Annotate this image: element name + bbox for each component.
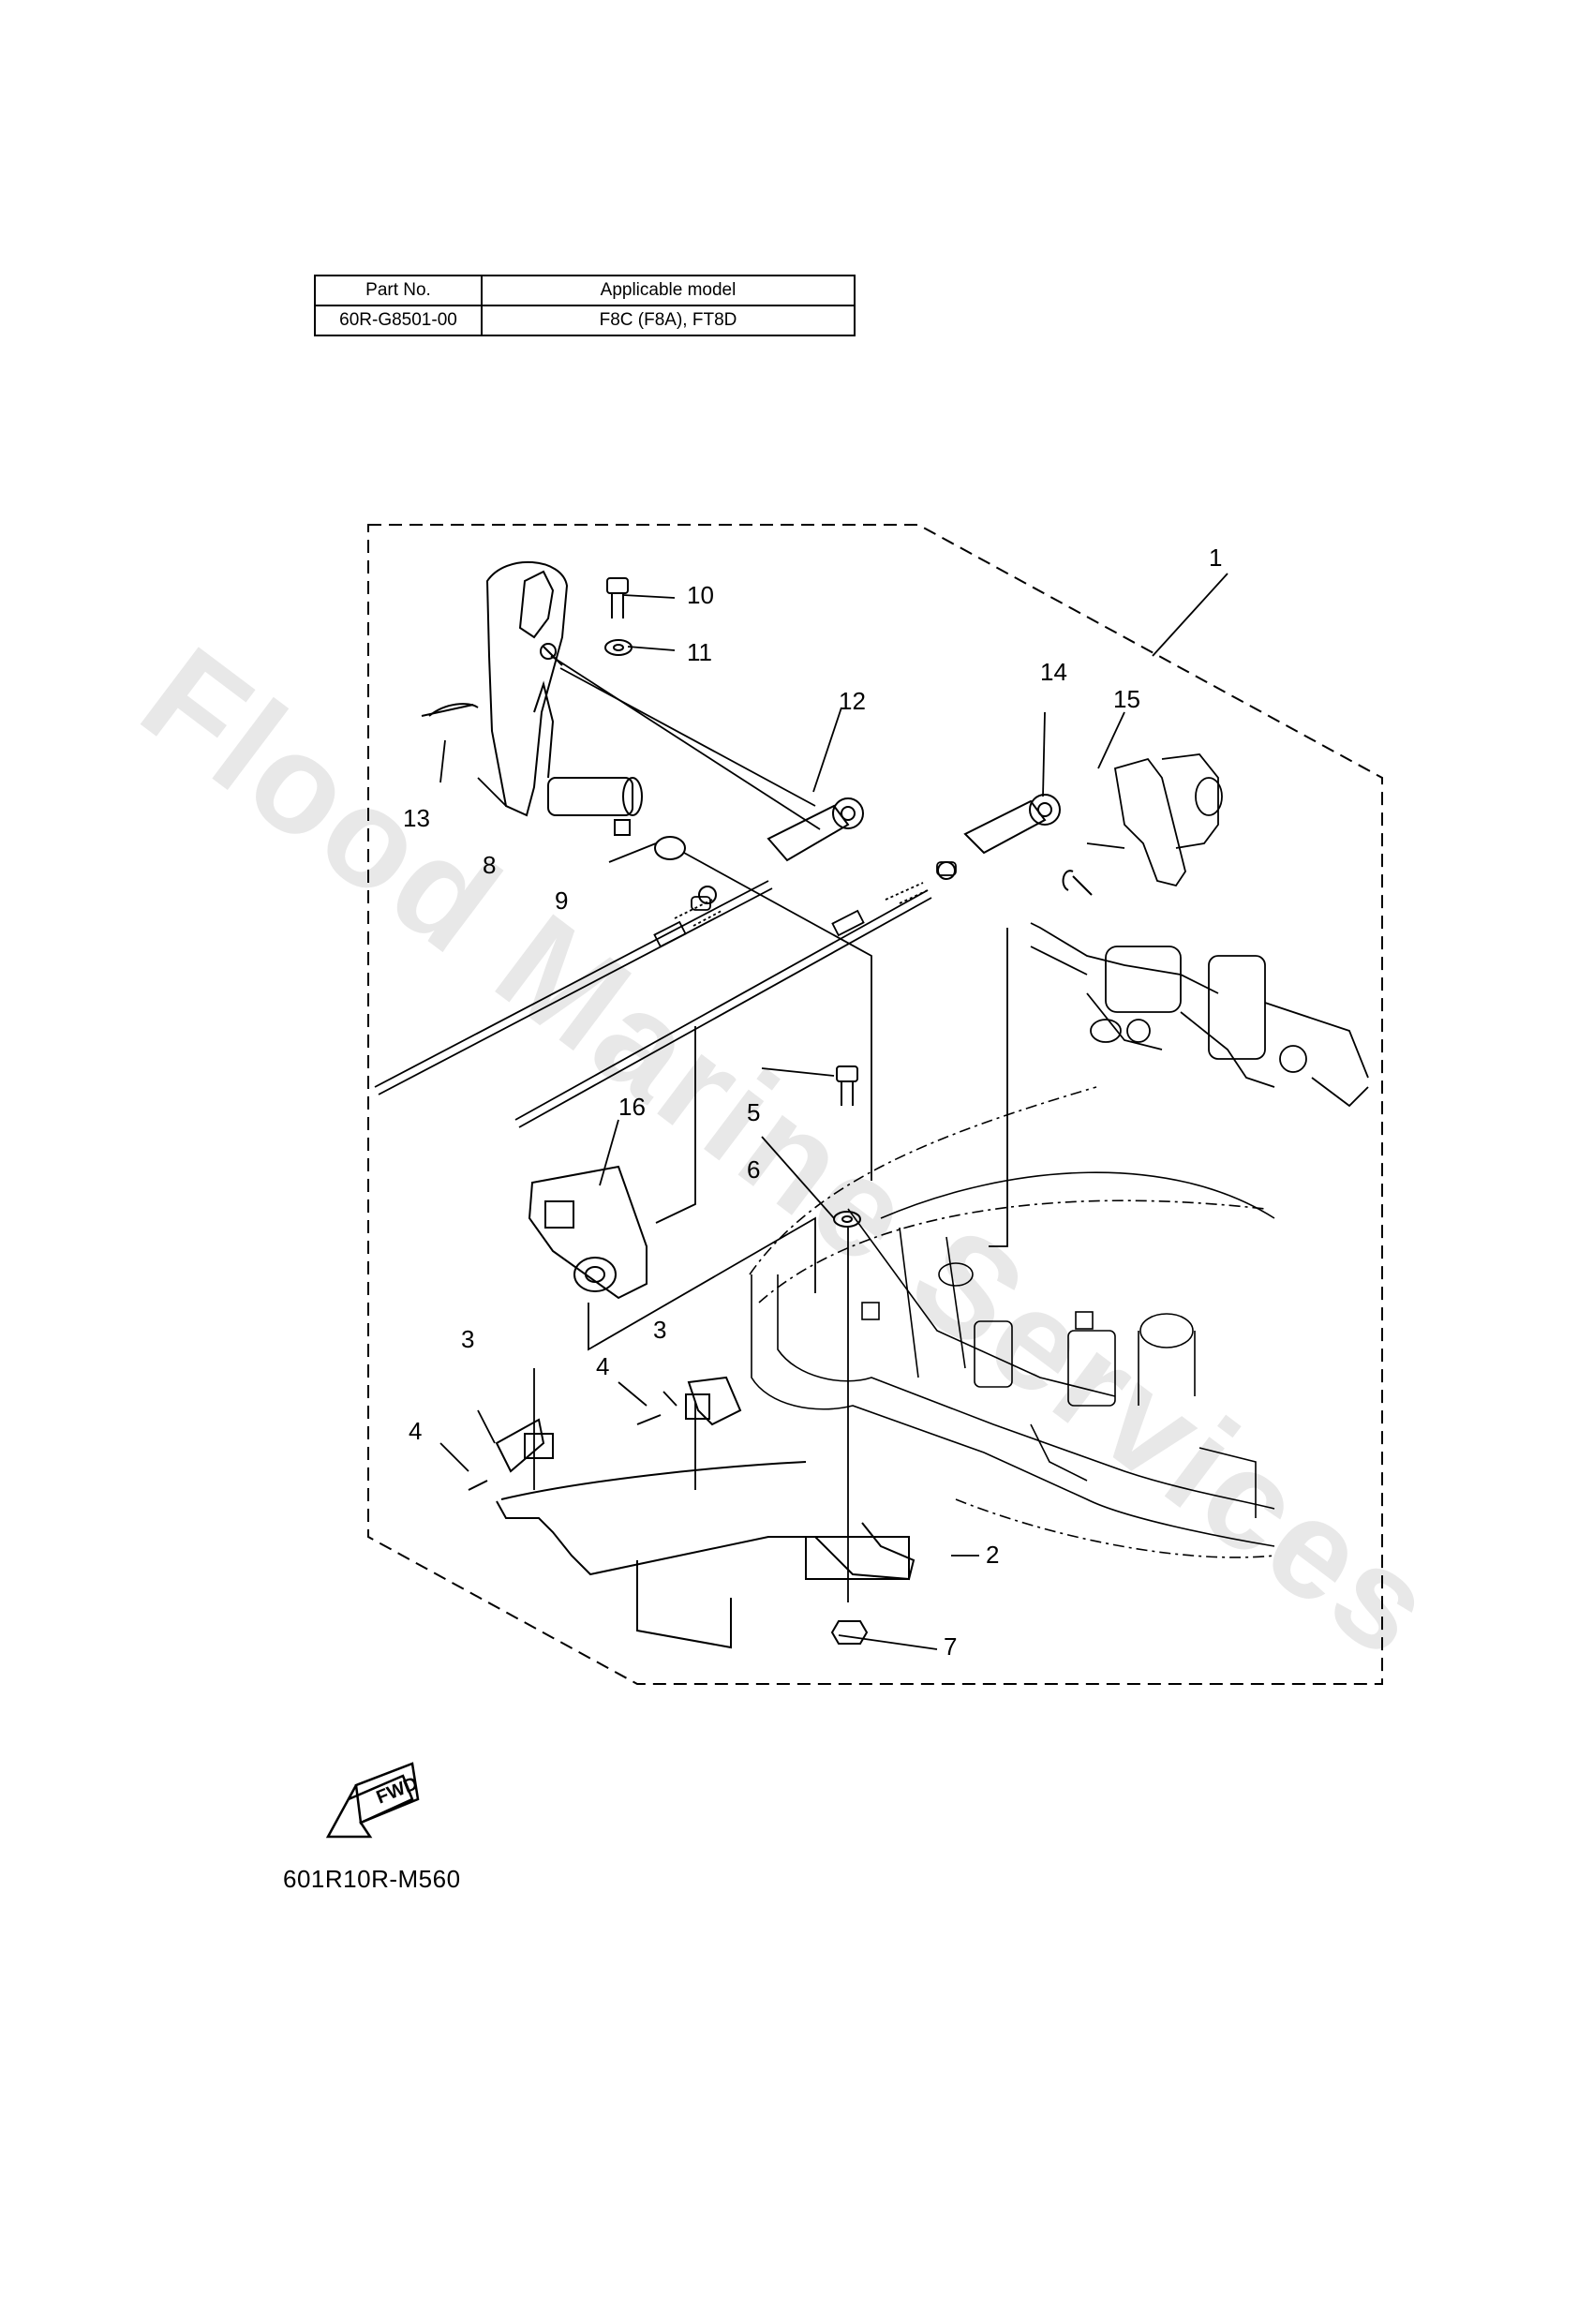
fasteners [421,577,1093,1645]
assembly-boundary [367,524,1383,1685]
callout-5: 5 [747,1098,760,1126]
engine-cowling [749,1086,1275,1558]
callout-8: 8 [483,851,496,879]
header-part-no: Part No. [314,275,483,306]
joints [698,794,1061,904]
callout-1: 1 [1209,544,1222,572]
fwd-arrow-icon [325,1762,420,1839]
shift-cables [374,861,957,1128]
callout-4a: 4 [409,1417,422,1445]
callout-15: 15 [1113,685,1140,713]
header-applicable-model: Applicable model [481,275,856,306]
callout-14: 14 [1040,658,1067,686]
applicable-model-table: Part No. Applicable model 60R-G8501-00 F… [314,275,856,336]
callout-6: 6 [747,1155,760,1184]
callout-7: 7 [944,1632,957,1661]
cable-cover [528,1165,648,1300]
table-row: 60R-G8501-00 F8C (F8A), FT8D [314,305,856,336]
callout-12: 12 [839,687,866,715]
part-number-cell: 60R-G8501-00 [314,305,483,336]
callout-3a: 3 [461,1325,474,1353]
shift-lever [1086,753,1223,887]
shift-mechanism [1030,922,1369,1108]
callout-3b: 3 [653,1316,666,1344]
callout-13: 13 [403,804,430,832]
callout-11: 11 [687,638,712,666]
brackets [468,1376,916,1649]
leader-lines [439,573,1228,1650]
callout-10: 10 [687,581,714,609]
callouts: 1 2 3 3 4 4 5 6 7 8 9 10 11 12 13 14 15 … [403,544,1222,1661]
table-header-row: Part No. Applicable model [314,275,856,306]
remote-control-handle [485,561,643,836]
callout-2: 2 [986,1541,999,1569]
drawing-number: 601R10R-M560 [283,1865,461,1893]
callout-16: 16 [618,1093,646,1121]
callout-4b: 4 [596,1352,609,1380]
callout-9: 9 [555,886,568,915]
model-cell: F8C (F8A), FT8D [481,305,856,336]
